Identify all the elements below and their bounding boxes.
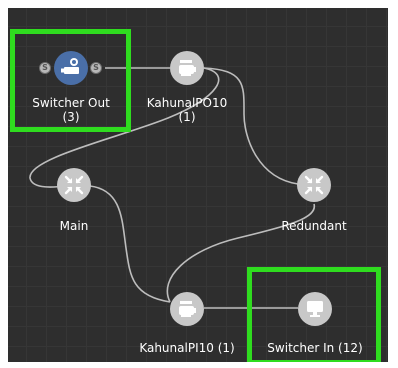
node-circle[interactable] [297,168,331,202]
edge-redundant-kahunalpi10 [166,203,315,303]
node-circle[interactable] [170,292,204,326]
node-circle[interactable] [57,168,91,202]
node-circle[interactable] [54,51,88,85]
selection-highlight-switcher-out [10,29,131,132]
node-label: KahunalPO10 (1) [146,96,228,124]
arrows-inward-icon [304,175,324,195]
arrows-inward-icon [64,175,84,195]
edge-main-kahunalpi10 [89,185,171,303]
node-circle[interactable] [170,51,204,85]
node-label: Switcher In (12) [267,341,363,355]
topology-canvas[interactable]: S S Switcher Out (3) KahunalPO10 [8,8,388,362]
kahuna-icon [179,60,196,76]
node-label: Redundant [281,219,347,233]
node-label: Main [59,219,89,233]
switcher-out-icon [61,58,79,74]
output-port[interactable]: S [90,62,102,74]
kahuna-icon [179,301,196,317]
selection-highlight-switcher-in [247,267,381,362]
edge-kahunalpo10-redundant [203,67,299,185]
node-label: Switcher Out (3) [32,96,110,124]
input-port[interactable]: S [39,62,51,74]
node-circle[interactable] [298,292,332,326]
edge-kahunalpo10-main [29,67,220,188]
monitor-icon [307,301,323,317]
node-label: KahunalPI10 (1) [139,341,235,355]
